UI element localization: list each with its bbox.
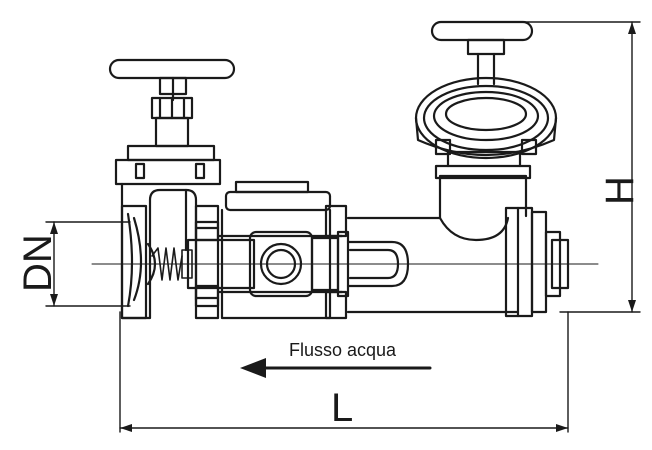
right-riser: [434, 150, 532, 220]
left-gate-body: [114, 144, 222, 320]
flow-arrow: [240, 358, 432, 378]
label-h: H: [598, 176, 642, 205]
label-flow: Flusso acqua: [289, 340, 397, 360]
strainer-body: [186, 180, 350, 320]
main-pipe: [346, 216, 520, 314]
label-dn: DN: [16, 234, 60, 292]
bypass-loop: [346, 240, 410, 288]
dimension-l: [119, 311, 569, 433]
landing-valve-head: [414, 38, 558, 160]
dimension-dn: [45, 221, 131, 307]
left-handwheel: [108, 58, 236, 148]
label-l: L: [331, 386, 354, 430]
right-flange: [504, 206, 570, 318]
right-handwheel: [430, 20, 534, 42]
